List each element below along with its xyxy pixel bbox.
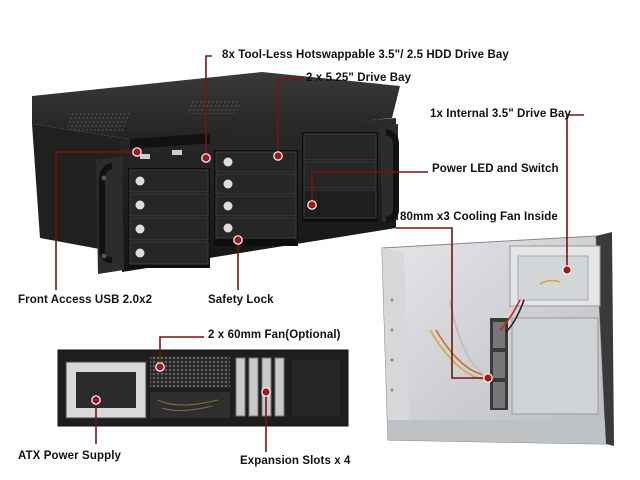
top-vent: [63, 112, 132, 132]
usb-port: [140, 154, 150, 159]
callout-drive-bay-label: 8x Tool-Less Hotswappable 3.5"/ 2.5 HDD …: [222, 49, 509, 61]
callout-dots: [91, 147, 572, 405]
rear-fan-vent: [150, 356, 230, 388]
handle-left: [99, 163, 113, 263]
chassis-front-image: [32, 72, 400, 274]
drive-column-middle: [214, 150, 298, 246]
callout-atx-psu-label: ATX Power Supply: [18, 450, 121, 462]
callout-525-bay-label: 2 x 5.25" Drive Bay: [306, 72, 412, 84]
usb-port: [172, 150, 182, 155]
drive-bays-525: [302, 132, 378, 222]
top-vent: [186, 100, 242, 114]
callout-expansion-slots-label: Expansion Slots x 4: [240, 455, 351, 467]
callout-safety-lock-label: Safety Lock: [208, 294, 274, 306]
handle-right: [385, 129, 399, 223]
callout-60mm-fan-label: 2 x 60mm Fan(Optional): [208, 329, 341, 341]
callout-power-led-label: Power LED and Switch: [432, 163, 559, 175]
callout-internal-bay-label: 1x Internal 3.5" Drive Bay: [430, 108, 572, 120]
callout-lines: [55, 55, 584, 452]
usb-strip: [130, 133, 210, 149]
drive-column-left: [128, 168, 210, 268]
callout-usb-label: Front Access USB 2.0x2: [18, 294, 153, 306]
callout-cooling-fan-label: 80mm x3 Cooling Fan Inside: [400, 211, 558, 223]
chassis-interior-image: [381, 232, 614, 446]
chassis-rear-image: [57, 349, 349, 427]
